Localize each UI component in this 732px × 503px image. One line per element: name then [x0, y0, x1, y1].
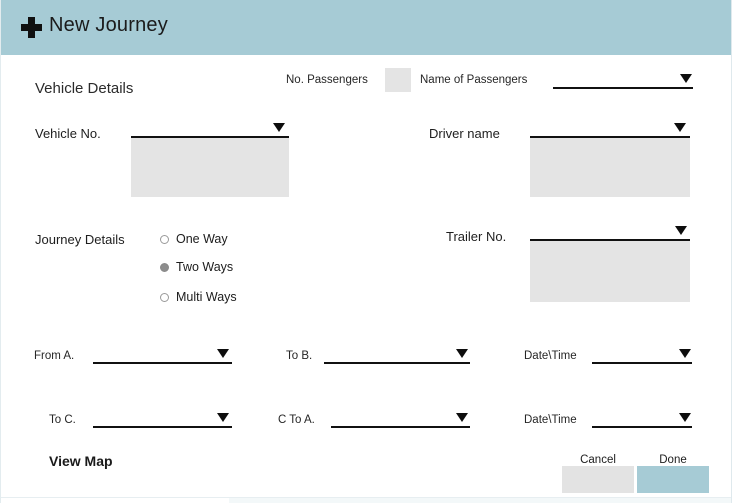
datetime-1-label: Date\Time	[524, 350, 577, 362]
chevron-down-icon[interactable]	[217, 413, 229, 422]
footer-divider	[1, 497, 731, 498]
no-passengers-input[interactable]	[385, 68, 411, 92]
radio-multi-ways[interactable]	[160, 293, 169, 302]
cancel-button[interactable]	[562, 466, 634, 493]
to-b-select[interactable]	[324, 362, 470, 364]
c-to-a-select[interactable]	[331, 426, 470, 428]
dialog-title: New Journey	[49, 14, 168, 36]
datetime-1-select[interactable]	[592, 362, 692, 364]
done-button[interactable]	[637, 466, 709, 493]
from-a-label: From A.	[34, 350, 75, 362]
driver-name-dropdown-panel[interactable]	[530, 138, 690, 197]
vehicle-no-dropdown-panel[interactable]	[131, 138, 289, 197]
from-a-select[interactable]	[93, 362, 232, 364]
chevron-down-icon[interactable]	[675, 226, 687, 235]
radio-two-ways[interactable]	[160, 263, 169, 272]
vehicle-details-heading: Vehicle Details	[35, 80, 134, 97]
radio-label-two-ways: Two Ways	[176, 260, 234, 274]
c-to-a-label: C To A.	[278, 414, 315, 426]
name-of-passengers-label: Name of Passengers	[420, 74, 528, 86]
radio-one-way[interactable]	[160, 235, 169, 244]
trailer-no-label: Trailer No.	[446, 229, 507, 244]
chevron-down-icon[interactable]	[217, 349, 229, 358]
datetime-2-label: Date\Time	[524, 414, 577, 426]
chevron-down-icon[interactable]	[456, 349, 468, 358]
done-button-label: Done	[659, 454, 687, 466]
no-passengers-label: No. Passengers	[286, 74, 368, 86]
vehicle-no-label: Vehicle No.	[35, 126, 101, 141]
trailer-no-dropdown-panel[interactable]	[530, 241, 690, 302]
footer-strip	[229, 498, 731, 503]
chevron-down-icon[interactable]	[456, 413, 468, 422]
dialog-header: New Journey	[1, 0, 731, 55]
cancel-button-label: Cancel	[580, 454, 616, 466]
chevron-down-icon[interactable]	[679, 413, 691, 422]
driver-name-select[interactable]	[530, 136, 690, 138]
radio-label-multi-ways: Multi Ways	[176, 290, 237, 304]
driver-name-label: Driver name	[429, 126, 500, 141]
to-b-label: To B.	[286, 350, 313, 362]
datetime-2-select[interactable]	[592, 426, 692, 428]
trailer-no-select[interactable]	[530, 239, 690, 241]
to-c-label: To C.	[49, 414, 76, 426]
chevron-down-icon[interactable]	[680, 74, 692, 83]
chevron-down-icon[interactable]	[674, 123, 686, 132]
plus-icon	[21, 17, 42, 38]
vehicle-no-select[interactable]	[131, 136, 289, 138]
journey-details-label: Journey Details	[35, 232, 125, 247]
view-map-link[interactable]: View Map	[49, 453, 113, 469]
chevron-down-icon[interactable]	[679, 349, 691, 358]
chevron-down-icon[interactable]	[273, 123, 285, 132]
name-of-passengers-select[interactable]	[553, 87, 693, 89]
to-c-select[interactable]	[93, 426, 232, 428]
radio-label-one-way: One Way	[176, 232, 228, 246]
